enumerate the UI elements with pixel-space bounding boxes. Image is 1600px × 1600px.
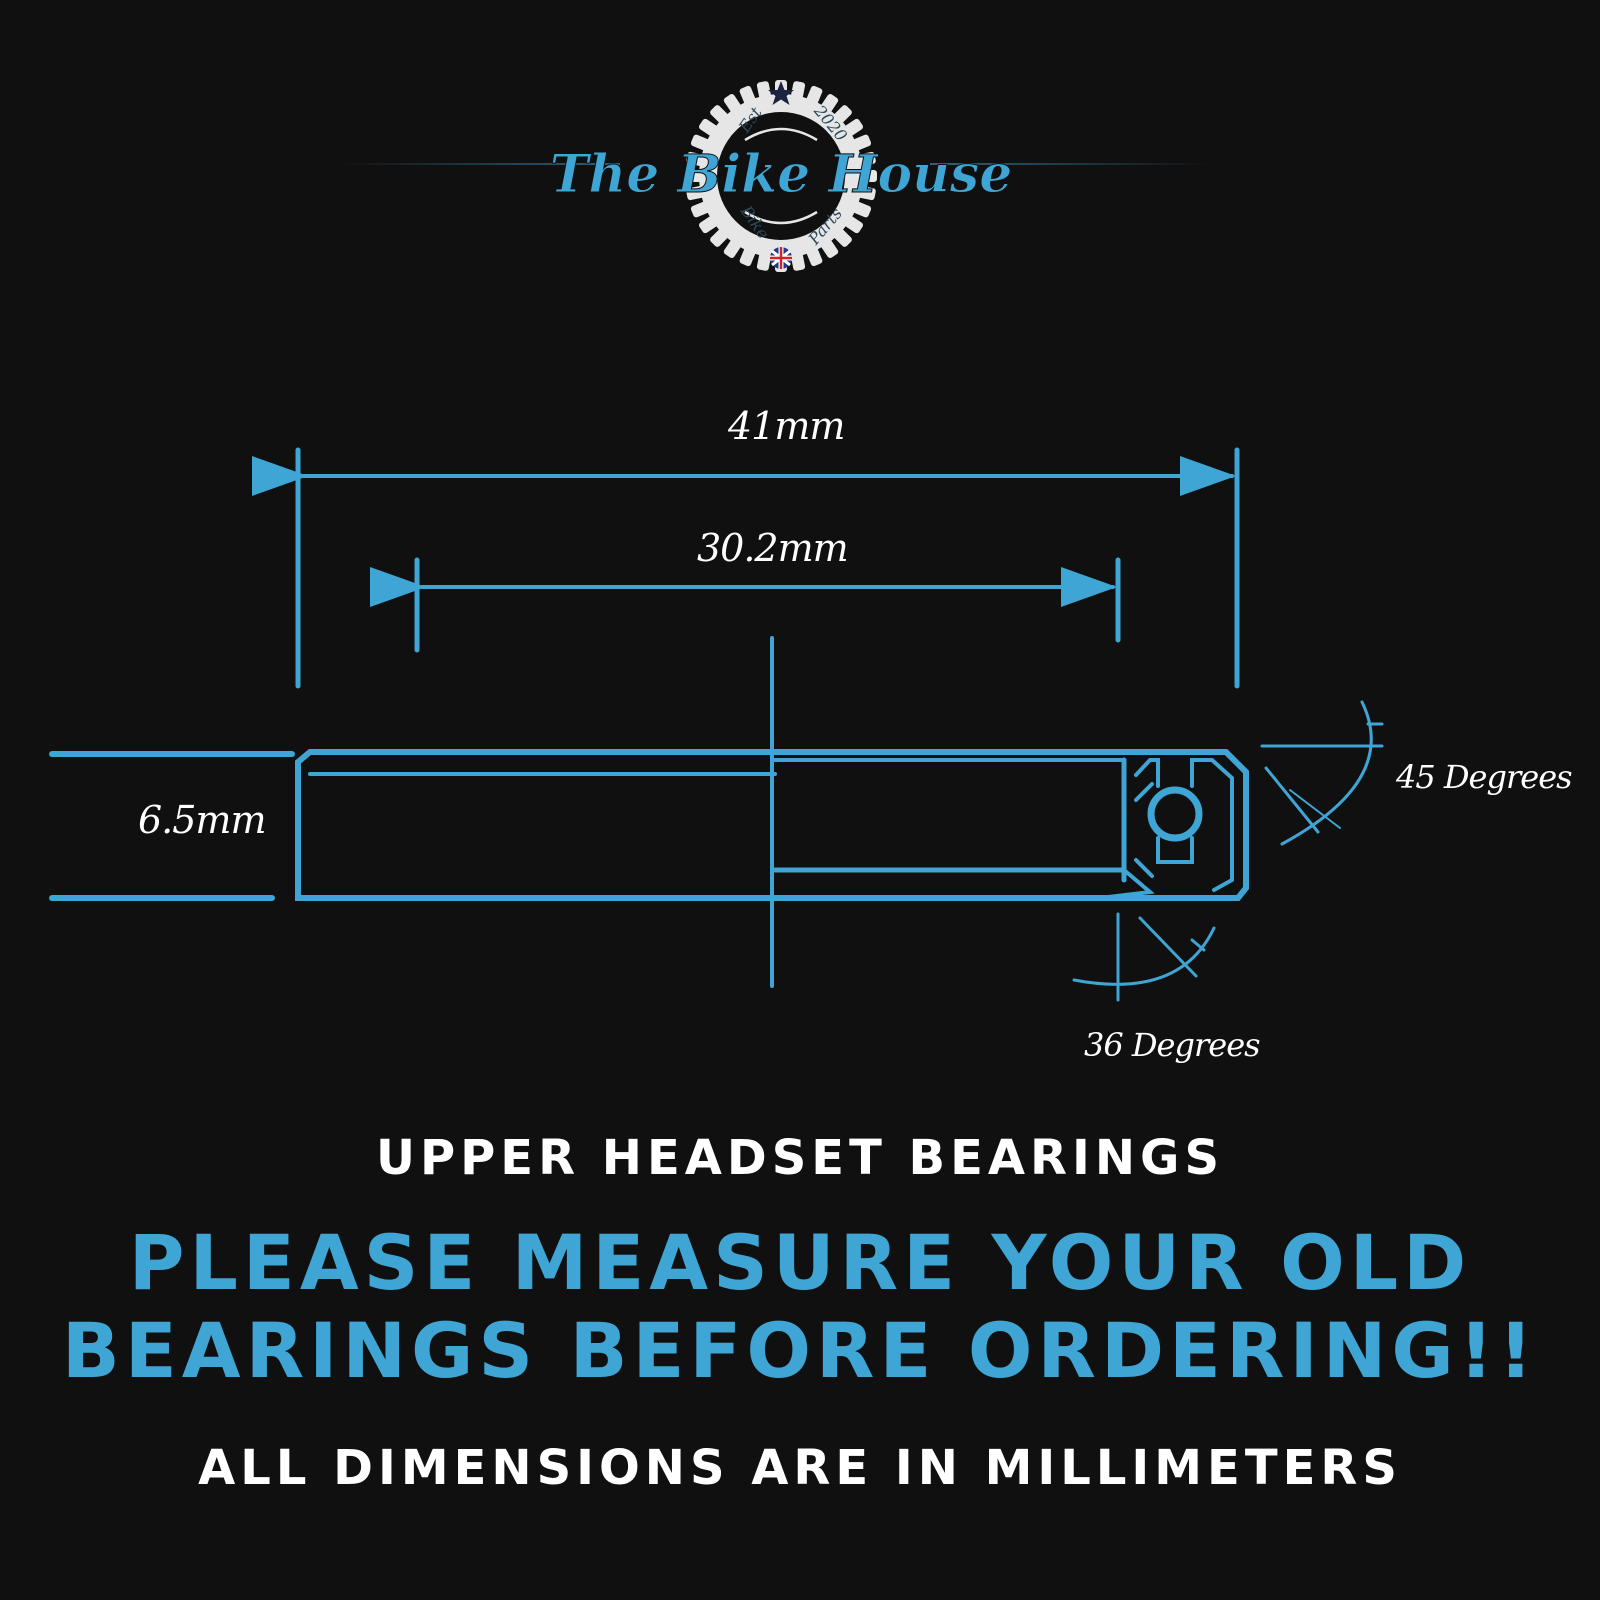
outer-diameter-label: 41mm [728, 404, 845, 448]
logo-divider-right [930, 163, 1210, 165]
bearing-diagram: 41mm 30.2mm 6.5mm 45 Degrees 36 Degrees [0, 380, 1600, 1080]
logo: Est 2020 Bike Parts The Bike House [0, 0, 1600, 310]
units-note: ALL DIMENSIONS ARE IN MILLIMETERS [198, 1440, 1402, 1496]
top-angle-label: 45 Degrees [1396, 758, 1573, 796]
angle45-chamfer-line [1264, 766, 1320, 834]
height-label: 6.5mm [138, 798, 266, 842]
angle45-arrow-line [1289, 789, 1341, 829]
product-title: UPPER HEADSET BEARINGS [375, 1130, 1225, 1186]
angle36-chamfer-line [1138, 916, 1198, 978]
star-icon [768, 81, 794, 105]
cage-bottom [1156, 836, 1194, 864]
bottom-angle-label: 36 Degrees [1084, 1026, 1261, 1064]
warning-line-2: BEARINGS BEFORE ORDERING!! [61, 1306, 1539, 1395]
cage-top [1134, 758, 1234, 892]
cage-diag-lower [1134, 858, 1154, 878]
angle45-arc [1280, 700, 1373, 846]
chainring-center [717, 112, 845, 240]
brand-name: The Bike House [550, 144, 1013, 205]
bearing-outline [295, 749, 1249, 901]
angle36-arc [1072, 926, 1216, 986]
logo-divider-left [340, 163, 620, 165]
inner-diameter-label: 30.2mm [697, 526, 849, 570]
union-flag-icon [770, 247, 792, 269]
bearing-drawing [49, 447, 1384, 1002]
warning-line-1: PLEASE MEASURE YOUR OLD [128, 1218, 1472, 1307]
cage-diag-upper [1134, 782, 1154, 802]
bearing-ball [1147, 786, 1203, 842]
inner-race-chamfer [1098, 868, 1155, 900]
logo-graphic: Est 2020 Bike Parts The Bike House [549, 80, 1013, 272]
